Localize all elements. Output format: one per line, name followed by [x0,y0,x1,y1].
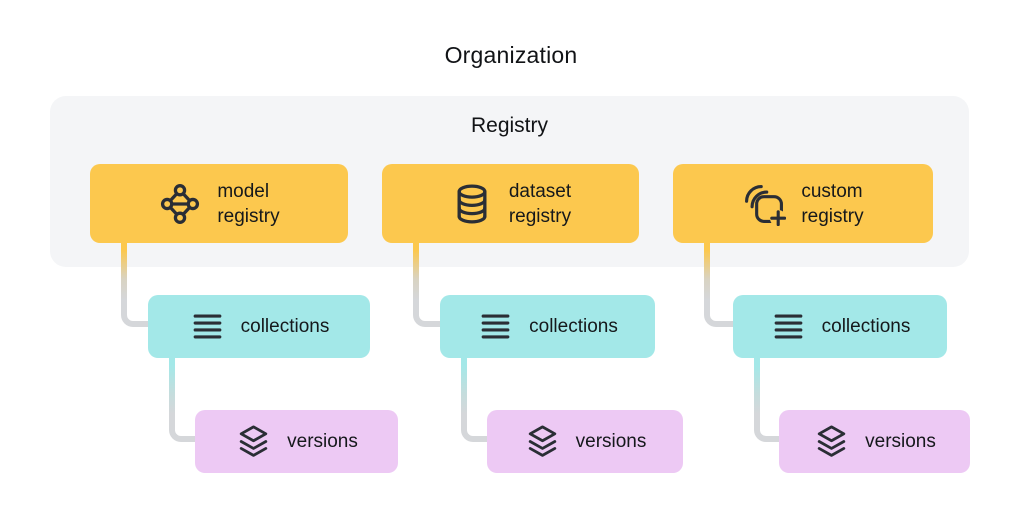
model-registry-node: model registry [90,164,348,243]
versions-node: versions [779,410,970,473]
rows-icon [774,314,803,339]
rows-icon [193,314,222,339]
dataset-registry-label: dataset registry [508,180,572,227]
versions-label: versions [575,431,647,452]
collections-node: collections [440,295,655,358]
connector-collections-to-versions-vertical [461,358,467,417]
connector-collections-to-versions-vertical [169,358,175,417]
custom-registry-label: custom registry [801,180,864,227]
versions-label: versions [865,431,936,452]
connector-collections-to-versions-elbow [754,415,781,442]
rows-icon [481,314,510,339]
collections-label: collections [240,316,330,337]
stack-icon [528,425,556,457]
stack-icon [817,425,846,457]
model-registry-label: model registry [217,180,280,227]
versions-node: versions [487,410,683,473]
dataset-registry-node: dataset registry [382,164,639,243]
connector-custom-to-collections-elbow [704,301,734,327]
model-graph-icon [161,183,200,224]
connector-custom-to-collections-vertical [704,243,710,303]
collections-node: collections [148,295,370,358]
connector-model-to-collections-elbow [121,301,149,327]
versions-label: versions [287,431,358,452]
stack-icon [239,425,268,457]
custom-registry-node: custom registry [673,164,933,243]
connector-collections-to-versions-elbow [461,415,488,442]
connector-dataset-to-collections-elbow [413,301,441,327]
connector-model-to-collections-vertical [121,243,127,303]
page-title: Organization [444,42,578,68]
database-icon [457,183,487,224]
collections-label: collections [821,316,911,337]
connector-dataset-to-collections-vertical [413,243,419,303]
versions-node: versions [195,410,398,473]
collections-node: collections [733,295,947,358]
connector-collections-to-versions-vertical [754,358,760,417]
copy-add-icon [745,184,787,226]
connector-collections-to-versions-elbow [169,415,196,442]
collections-label: collections [529,316,618,337]
registry-group-title: Registry [470,114,549,137]
